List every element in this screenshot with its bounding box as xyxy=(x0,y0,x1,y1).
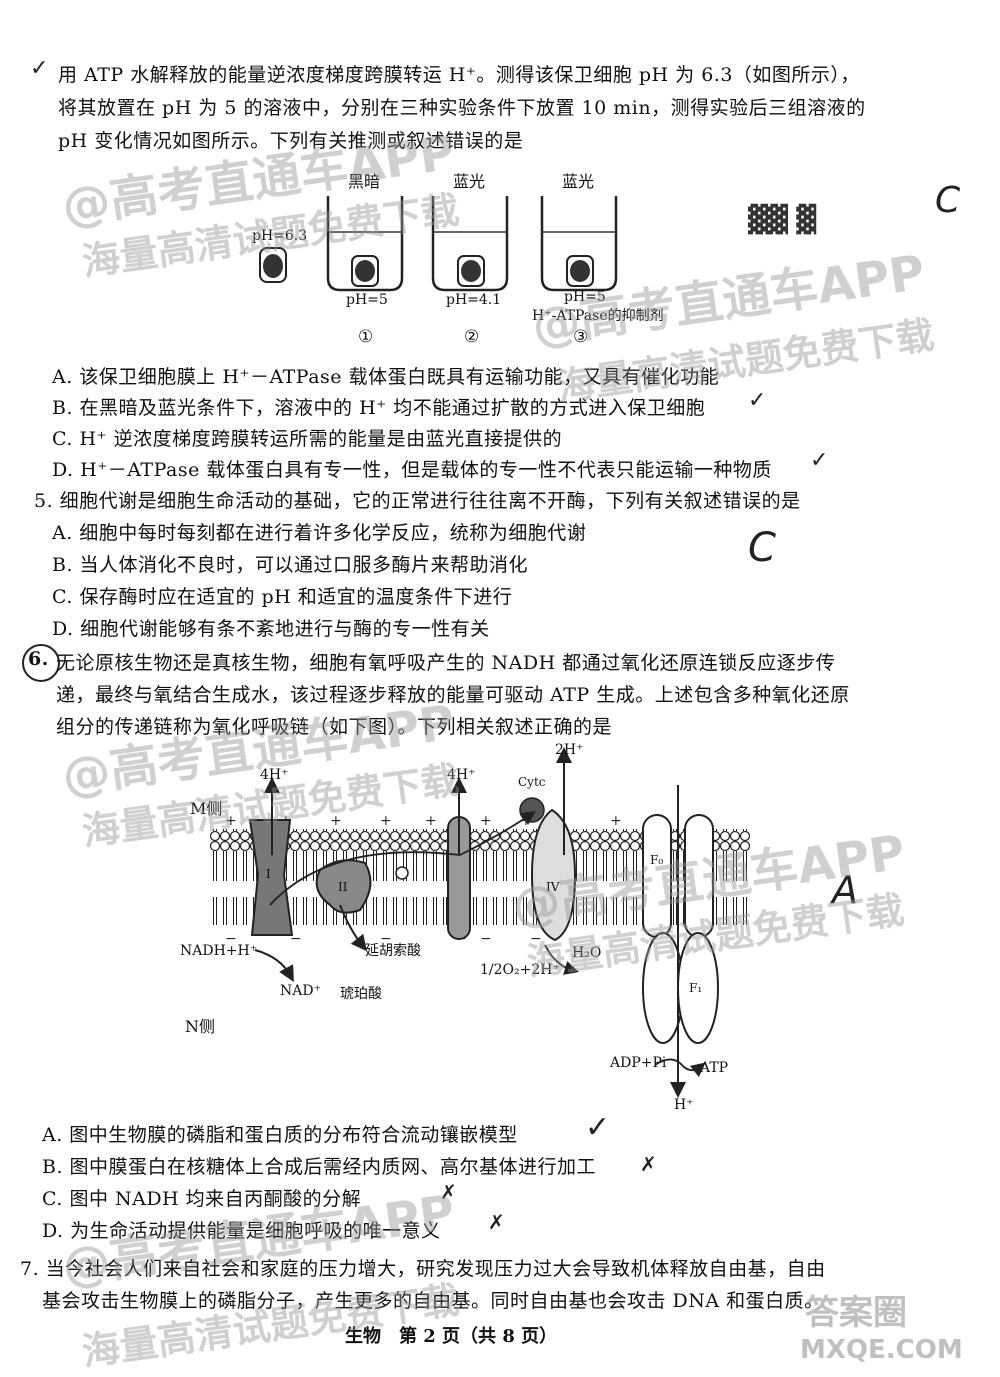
q4-option-a: A. 该保卫细胞膜上 H⁺－ATPase 载体蛋白既具有运输功能，又具有催化功能 xyxy=(52,366,720,388)
water-label: H₂O xyxy=(572,945,602,961)
respiratory-chain-svg: ++++ ++++ −−−− −− xyxy=(210,747,750,1098)
svg-text:−: − xyxy=(530,931,542,947)
handwritten-answer-c: C xyxy=(748,525,776,571)
svg-text:+: + xyxy=(330,813,342,829)
question-circle xyxy=(22,644,60,682)
h4-a-label: 4H⁺ xyxy=(260,767,289,783)
f1-label: F₁ xyxy=(689,981,703,995)
adp-label: ADP+Pi xyxy=(610,1055,667,1071)
q6-option-d: D. 为生命活动提供能量是细胞呼吸的唯一意义 xyxy=(42,1220,441,1242)
q6-option-c: C. 图中 NADH 均来自丙酮酸的分解 xyxy=(42,1188,362,1210)
svg-text:−: − xyxy=(480,931,492,947)
n-side-label: N侧 xyxy=(185,1017,216,1036)
q7-line-2: 基会攻击生物膜上的磷脂分子，产生更多的自由基。同时自由基也会攻击 DNA 和蛋白… xyxy=(42,1290,824,1312)
beaker-2-ph: pH=4.1 xyxy=(446,292,502,308)
svg-text:+: + xyxy=(480,813,492,829)
q6-option-a: A. 图中生物膜的磷脂和蛋白质的分布符合流动镶嵌模型 xyxy=(42,1124,518,1146)
fumarate-label: 延胡索酸 xyxy=(365,943,421,959)
q7-line-1: 7. 当今社会人们来自社会和家庭的压力增大，研究发现压力过大会导致机体释放自由基… xyxy=(20,1258,826,1280)
h4-b-label: 4H⁺ xyxy=(447,767,476,783)
svg-text:+: + xyxy=(225,813,237,829)
beaker-2-top: 蓝光 xyxy=(453,172,486,191)
succinate-label: 琥珀酸 xyxy=(340,986,382,1002)
complex-4-label: IV xyxy=(546,880,560,894)
q4-option-c: C. H⁺ 逆浓度梯度跨膜转运所需的能量是由蓝光直接提供的 xyxy=(52,428,563,450)
svg-text:−: − xyxy=(380,931,392,947)
beaker-3-top: 蓝光 xyxy=(562,172,595,191)
beaker-1-num: ① xyxy=(358,327,374,347)
complex-1-label: I xyxy=(266,867,271,881)
nad-label: NAD⁺ xyxy=(280,983,321,999)
cross-mark: ✗ xyxy=(488,1210,505,1234)
q5-option-b: B. 当人体消化不良时，可以通过口服多酶片来帮助消化 xyxy=(52,554,529,576)
corner-url-watermark: MXQE.COM xyxy=(800,1335,963,1365)
q5-option-c: C. 保存酶时应在适宜的 pH 和适宜的温度条件下进行 xyxy=(52,586,513,608)
handwritten-answer-c: C xyxy=(935,180,961,221)
beaker-1-ph: pH=5 xyxy=(346,292,388,308)
beaker-3-inhibitor: H⁺-ATPase的抑制剂 xyxy=(532,308,664,324)
cell-ph-label: pH=6.3 xyxy=(252,228,308,244)
handwritten-answer-a: A xyxy=(832,868,858,912)
nadh-label: NADH+H⁺ xyxy=(180,943,258,959)
check-mark: ✓ xyxy=(810,448,829,473)
m-side-label: M侧 xyxy=(190,799,223,818)
svg-text:+: + xyxy=(425,813,437,829)
check-mark: ✓ xyxy=(585,1110,611,1145)
q4-line-2: 将其放置在 pH 为 5 的溶液中，分别在三种实验条件下放置 10 min，测得… xyxy=(58,97,866,119)
cross-mark: ✗ xyxy=(640,1152,657,1176)
cytc-label: Cytc xyxy=(518,775,546,789)
q4-line-3: pH 变化情况如图所示。下列有关推测或叙述错误的是 xyxy=(58,130,524,152)
svg-text:+: + xyxy=(380,813,392,829)
q6-line-3: 组分的传递链称为氧化呼吸链（如下图）。下列相关叙述正确的是 xyxy=(56,716,613,738)
beaker-3-num: ③ xyxy=(573,327,589,347)
h-out-label: H⁺ xyxy=(674,1097,694,1113)
q4-line-1: 用 ATP 水解释放的能量逆浓度梯度跨膜转运 H⁺。测得该保卫细胞 pH 为 6… xyxy=(58,64,860,86)
q4-option-b: B. 在黑暗及蓝光条件下，溶液中的 H⁺ 均不能通过扩散的方式进入保卫细胞 xyxy=(52,397,706,419)
svg-text:−: − xyxy=(290,931,302,947)
q5-option-d: D. 细胞代谢能够有条不紊地进行与酶的专一性有关 xyxy=(52,618,490,640)
q5-option-a: A. 细胞中每时每刻都在进行着许多化学反应，统称为细胞代谢 xyxy=(52,522,587,544)
q4-option-d: D. H⁺－ATPase 载体蛋白具有专一性，但是载体的专一性不代表只能运输一种… xyxy=(52,459,772,481)
svg-text:+: + xyxy=(610,813,622,829)
respiratory-chain-figure: ++++ ++++ −−−− −− M侧 N侧 xyxy=(180,742,800,1120)
q6-number: 6. xyxy=(28,648,49,670)
complex-2-label: II xyxy=(338,880,348,894)
svg-text:−: − xyxy=(225,931,237,947)
q5-stem: 5. 细胞代谢是细胞生命活动的基础，它的正常进行往往离不开酶，下列有关叙述错误的… xyxy=(34,490,801,512)
page-footer: 生物 第 2 页（共 8 页） xyxy=(345,1326,558,1347)
cross-mark: ✗ xyxy=(440,1180,457,1204)
beaker-figure: pH=6.3 黑暗 蓝光 蓝光 pH=5 pH=4.1 pH=5 H⁺-ATPa… xyxy=(240,160,664,350)
beaker-1-top: 黑暗 xyxy=(348,172,381,191)
beaker-figure-svg xyxy=(259,196,618,292)
beaker-3-ph: pH=5 xyxy=(564,289,606,305)
q6-line-1: 无论原核生物还是真核生物，细胞有氧呼吸产生的 NADH 都通过氧化还原连锁反应逐… xyxy=(56,652,836,674)
f0-label: F₀ xyxy=(650,853,664,867)
oxygen-label: 1/2O₂+2H⁺ xyxy=(480,962,560,978)
q6-option-b: B. 图中膜蛋白在核糖体上合成后需经内质网、高尔基体进行加工 xyxy=(42,1156,597,1178)
scribble: ▓▓ ▓ xyxy=(748,205,817,235)
h2-label: 2H⁺ xyxy=(555,742,584,758)
atp-label: ATP xyxy=(700,1060,729,1076)
beaker-2-num: ② xyxy=(464,327,480,347)
q6-line-2: 递，最终与氧结合生成水，该过程逐步释放的能量可驱动 ATP 生成。上述包含多种氧… xyxy=(56,684,850,706)
check-mark: ✓ xyxy=(30,56,49,81)
check-mark: ✓ xyxy=(748,388,767,413)
